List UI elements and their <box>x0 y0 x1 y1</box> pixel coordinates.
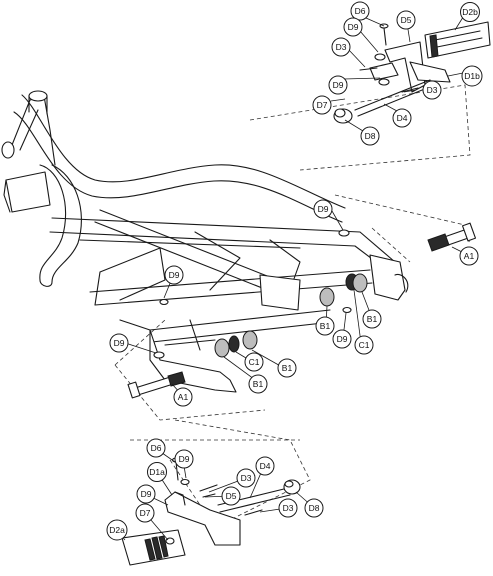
callout-d4-bot: D4 <box>255 456 275 476</box>
callout-d9-mid-left: D9 <box>164 265 184 285</box>
svg-text:B1: B1 <box>282 363 293 373</box>
callout-d8-bot: D8 <box>304 498 324 518</box>
svg-text:D9: D9 <box>179 454 190 464</box>
d4-axle <box>354 79 433 117</box>
svg-text:D4: D4 <box>397 113 408 123</box>
svg-text:A1: A1 <box>178 392 189 402</box>
right-axle-bolt <box>427 222 477 252</box>
callout-d6-bot: D6 <box>146 438 166 458</box>
callout-d3-top-left: D3 <box>331 37 351 57</box>
callout-b1-l1: B1 <box>277 358 297 378</box>
callout-d5-top: D5 <box>396 10 416 30</box>
svg-text:D2a: D2a <box>109 525 125 535</box>
d1b-bracket <box>384 41 426 93</box>
callout-b1-l2: B1 <box>248 374 268 394</box>
svg-text:D9: D9 <box>333 80 344 90</box>
d2b-cover <box>424 21 491 59</box>
svg-text:C1: C1 <box>249 357 260 367</box>
callout-d8-top: D8 <box>360 126 380 146</box>
callout-d5-bot: D5 <box>221 486 241 506</box>
callout-a1-right: A1 <box>459 246 479 266</box>
callout-d2b: D2b <box>460 2 480 22</box>
callout-d9-bot2: D9 <box>136 484 156 504</box>
svg-text:B1: B1 <box>367 314 378 324</box>
callout-d3-bot-top: D3 <box>236 468 256 488</box>
d1a-bracket <box>164 491 241 546</box>
svg-text:D2b: D2b <box>462 7 478 17</box>
svg-text:D6: D6 <box>151 443 162 453</box>
svg-text:D9: D9 <box>348 22 359 32</box>
svg-text:D9: D9 <box>141 489 152 499</box>
svg-text:D1a: D1a <box>149 467 165 477</box>
lower-caster-bracket-assembly <box>121 457 301 566</box>
left-axle-bolt <box>127 371 186 399</box>
svg-text:D9: D9 <box>169 270 180 280</box>
svg-text:D3: D3 <box>336 42 347 52</box>
callout-d6-top: D6 <box>350 1 370 21</box>
callout-c1-l: C1 <box>244 352 264 372</box>
svg-text:D9: D9 <box>114 338 125 348</box>
svg-text:D7: D7 <box>140 508 151 518</box>
callout-c1-r: C1 <box>354 335 374 355</box>
svg-text:D3: D3 <box>283 503 294 513</box>
callout-b1-r2: B1 <box>362 309 382 329</box>
callout-d7-bot: D7 <box>135 503 155 523</box>
callout-d3-top-right: D3 <box>422 80 442 100</box>
svg-text:B1: B1 <box>253 379 264 389</box>
callout-d2a: D2a <box>106 519 128 541</box>
svg-text:D8: D8 <box>365 131 376 141</box>
svg-text:D8: D8 <box>309 503 320 513</box>
callout-d9-mid-right: D9 <box>313 199 333 219</box>
upper-caster-bracket-assembly <box>333 21 491 124</box>
callout-b1-r1: B1 <box>315 316 335 336</box>
svg-text:D9: D9 <box>318 204 329 214</box>
callout-d9-left: D9 <box>109 333 129 353</box>
callout-d9-bot1: D9 <box>174 449 194 469</box>
svg-text:D6: D6 <box>355 6 366 16</box>
callout-d9-top2: D9 <box>328 75 348 95</box>
svg-text:D3: D3 <box>241 473 252 483</box>
svg-text:D7: D7 <box>317 100 328 110</box>
svg-text:D9: D9 <box>337 334 348 344</box>
callout-d7-top: D7 <box>312 95 332 115</box>
svg-text:D1b: D1b <box>464 71 480 81</box>
callout-d1b: D1b <box>461 65 483 87</box>
svg-text:D5: D5 <box>226 491 237 501</box>
callout-d3-bot-low: D3 <box>278 498 298 518</box>
svg-text:D5: D5 <box>401 15 412 25</box>
svg-text:D4: D4 <box>260 461 271 471</box>
main-frame <box>1 90 409 393</box>
callout-d9-lower: D9 <box>332 329 352 349</box>
callout-d4-top: D4 <box>392 108 412 128</box>
svg-text:C1: C1 <box>359 340 370 350</box>
right-bearings <box>319 229 368 314</box>
left-bearings <box>153 298 258 359</box>
svg-text:D3: D3 <box>427 85 438 95</box>
callout-d1a: D1a <box>147 462 167 482</box>
callout-a1-left: A1 <box>173 387 193 407</box>
svg-text:A1: A1 <box>464 251 475 261</box>
svg-text:B1: B1 <box>320 321 331 331</box>
callout-d9-top1: D9 <box>343 17 363 37</box>
